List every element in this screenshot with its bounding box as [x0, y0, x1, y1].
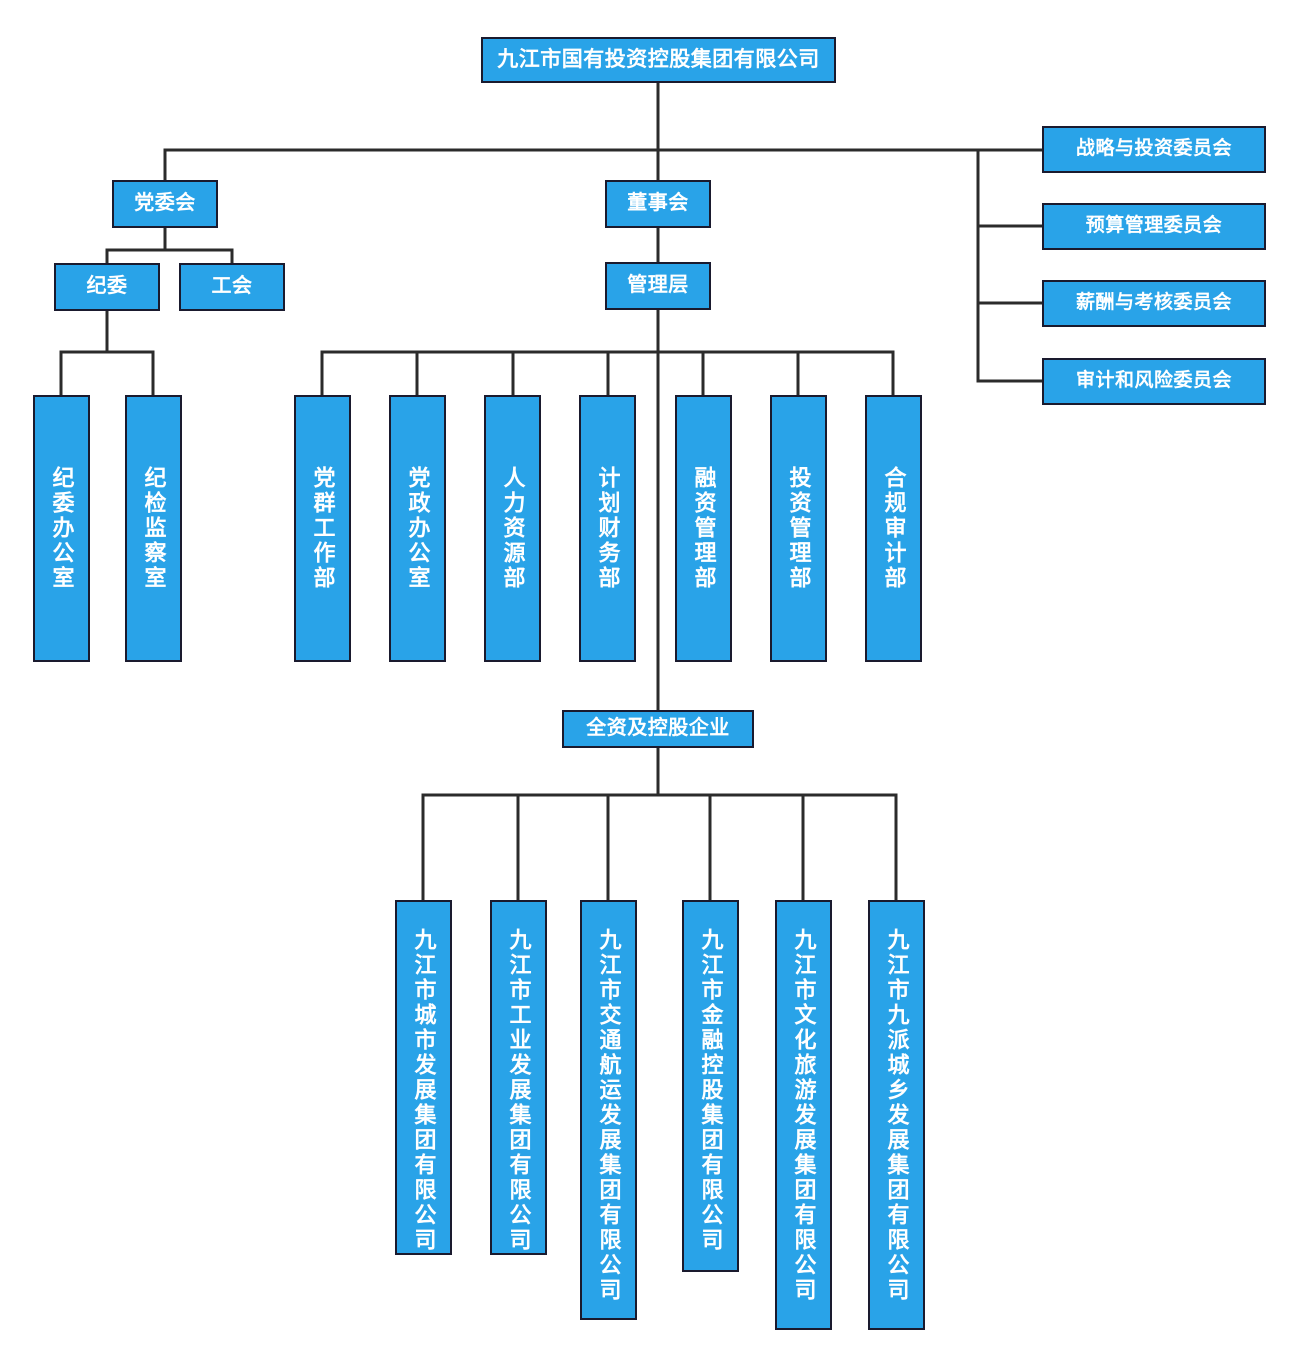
node-dept-party-government-office[interactable]: 党政办公室	[389, 395, 446, 662]
node-committee-strategy-investment[interactable]: 战略与投资委员会	[1042, 126, 1266, 173]
node-discipline-commission-label: 纪委	[86, 275, 128, 298]
node-dept-human-resources[interactable]: 人力资源部	[484, 395, 541, 662]
node-subsidiary-culture-tourism[interactable]: 九江市文化旅游发展集团有限公司	[775, 900, 832, 1330]
node-committee-compensation-appraisal[interactable]: 薪酬与考核委员会	[1042, 280, 1266, 327]
node-dept-discipline-office-label: 纪委办公室	[49, 466, 75, 591]
node-subsidiary-jiupai-urban-rural-label: 九江市九派城乡发展集团有限公司	[884, 928, 910, 1303]
node-dept-discipline-inspection[interactable]: 纪检监察室	[125, 395, 182, 662]
node-committee-audit-risk-label: 审计和风险委员会	[1075, 370, 1232, 392]
node-subsidiary-transport-shipping-label: 九江市交通航运发展集团有限公司	[596, 928, 622, 1303]
node-dept-investment-management-label: 投资管理部	[786, 466, 812, 591]
node-subsidiary-group-label: 全资及控股企业	[586, 717, 730, 740]
node-dept-planning-finance-label: 计划财务部	[595, 466, 621, 591]
node-subsidiary-financial-holding[interactable]: 九江市金融控股集团有限公司	[682, 900, 739, 1272]
node-root-label: 九江市国有投资控股集团有限公司	[497, 47, 820, 71]
node-committee-budget-management-label: 预算管理委员会	[1085, 215, 1223, 237]
node-committee-compensation-appraisal-label: 薪酬与考核委员会	[1075, 292, 1232, 314]
node-board-of-directors-label: 董事会	[627, 192, 689, 215]
node-subsidiary-group[interactable]: 全资及控股企业	[562, 710, 754, 748]
node-root[interactable]: 九江市国有投资控股集团有限公司	[481, 37, 836, 83]
node-committee-strategy-investment-label: 战略与投资委员会	[1075, 138, 1232, 160]
node-dept-planning-finance[interactable]: 计划财务部	[579, 395, 636, 662]
node-dept-party-mass-work[interactable]: 党群工作部	[294, 395, 351, 662]
node-dept-financing-management-label: 融资管理部	[691, 466, 717, 591]
node-labor-union-label: 工会	[211, 275, 253, 298]
node-dept-party-mass-work-label: 党群工作部	[310, 466, 336, 591]
node-dept-compliance-audit-label: 合规审计部	[881, 466, 907, 591]
node-party-committee[interactable]: 党委会	[112, 180, 218, 228]
node-subsidiary-financial-holding-label: 九江市金融控股集团有限公司	[698, 928, 724, 1253]
node-subsidiary-urban-development[interactable]: 九江市城市发展集团有限公司	[395, 900, 452, 1255]
node-management-layer[interactable]: 管理层	[605, 262, 711, 310]
node-subsidiary-jiupai-urban-rural[interactable]: 九江市九派城乡发展集团有限公司	[868, 900, 925, 1330]
node-discipline-commission[interactable]: 纪委	[54, 263, 160, 311]
node-subsidiary-transport-shipping[interactable]: 九江市交通航运发展集团有限公司	[580, 900, 637, 1320]
node-dept-compliance-audit[interactable]: 合规审计部	[865, 395, 922, 662]
node-management-layer-label: 管理层	[627, 274, 689, 297]
node-labor-union[interactable]: 工会	[179, 263, 285, 311]
node-dept-discipline-inspection-label: 纪检监察室	[141, 466, 167, 591]
node-committee-budget-management[interactable]: 预算管理委员会	[1042, 203, 1266, 250]
node-dept-party-government-office-label: 党政办公室	[405, 466, 431, 591]
node-subsidiary-culture-tourism-label: 九江市文化旅游发展集团有限公司	[791, 928, 817, 1303]
node-committee-audit-risk[interactable]: 审计和风险委员会	[1042, 358, 1266, 405]
node-subsidiary-industrial-development[interactable]: 九江市工业发展集团有限公司	[490, 900, 547, 1255]
node-board-of-directors[interactable]: 董事会	[605, 180, 711, 228]
node-dept-discipline-office[interactable]: 纪委办公室	[33, 395, 90, 662]
node-dept-human-resources-label: 人力资源部	[500, 466, 526, 591]
node-subsidiary-industrial-development-label: 九江市工业发展集团有限公司	[506, 928, 532, 1253]
node-dept-investment-management[interactable]: 投资管理部	[770, 395, 827, 662]
node-party-committee-label: 党委会	[134, 192, 196, 215]
node-subsidiary-urban-development-label: 九江市城市发展集团有限公司	[411, 928, 437, 1253]
node-dept-financing-management[interactable]: 融资管理部	[675, 395, 732, 662]
